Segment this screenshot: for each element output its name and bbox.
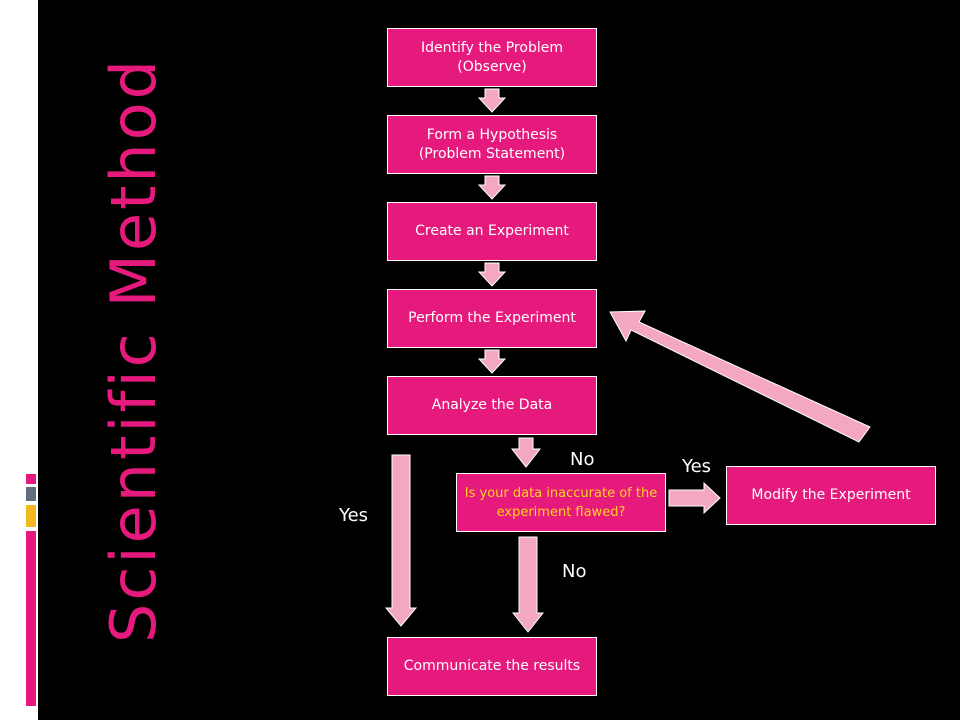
label-no-bottom: No: [562, 561, 587, 582]
step-analyze-data: Analyze the Data: [387, 376, 597, 435]
step-perform-experiment: Perform the Experiment: [387, 289, 597, 348]
sidebar-stripe-gray: [26, 487, 36, 501]
arrow-no-to-communicate: [511, 536, 545, 633]
arrow-create-to-perform: [477, 262, 507, 287]
step-modify-experiment: Modify the Experiment: [726, 466, 936, 525]
step-create-experiment: Create an Experiment: [387, 202, 597, 261]
step-form-hypothesis: Form a Hypothesis (Problem Statement): [387, 115, 597, 174]
sidebar-stripe-pink: [26, 474, 36, 484]
arrow-decision-to-modify: [668, 481, 721, 515]
label-yes-right: Yes: [682, 456, 712, 477]
arrow-yes-to-communicate: [384, 454, 418, 627]
arrow-hypothesis-to-create: [477, 175, 507, 200]
label-no-top: No: [570, 449, 595, 470]
arrow-identify-to-hypothesis: [477, 88, 507, 113]
label-yes-left: Yes: [339, 505, 369, 526]
arrow-modify-to-perform: [609, 310, 871, 443]
sidebar-stripe-pink-long: [26, 531, 36, 706]
step-identify-problem: Identify the Problem (Observe): [387, 28, 597, 87]
arrow-analyze-to-decision: [510, 437, 542, 468]
left-sidebar: [0, 0, 38, 720]
step-communicate-results: Communicate the results: [387, 637, 597, 696]
decision-data-flawed: Is your data inaccurate of the experimen…: [456, 473, 666, 532]
arrow-perform-to-analyze: [477, 349, 507, 374]
sidebar-stripe-yellow: [26, 505, 36, 527]
